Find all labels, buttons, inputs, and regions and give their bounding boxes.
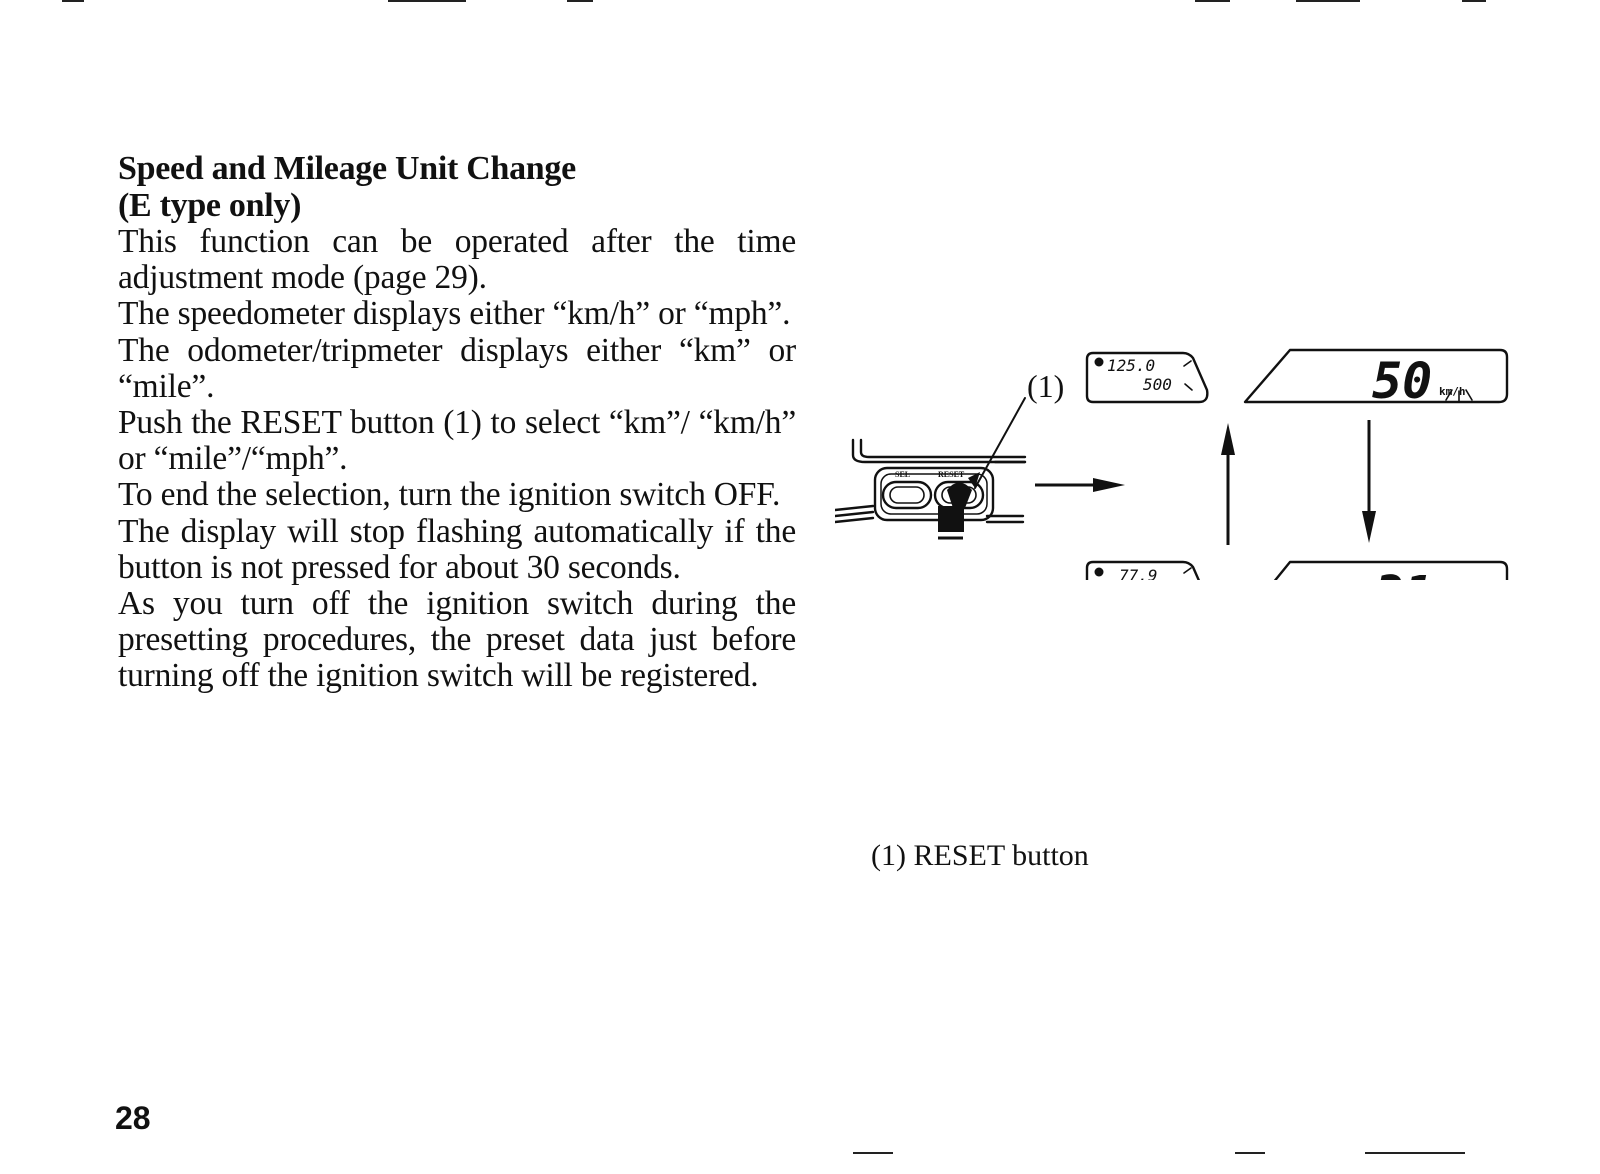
reset-button-illustration: SEL RESET 125.0 500 50 km/h 77.9 31 31 m… [835, 348, 1509, 580]
paragraph: Push the RESET button (1) to select “km”… [118, 404, 796, 478]
paragraph: This function can be operated after the … [118, 223, 796, 297]
edge-mark [1296, 0, 1360, 2]
km-speed-unit: km/h [1439, 385, 1466, 398]
edge-mark [62, 0, 84, 2]
callout-arrowhead [968, 472, 980, 488]
arrow-down [1362, 420, 1376, 543]
flash-marks [1183, 360, 1473, 574]
edge-mark [388, 0, 466, 2]
km-speed-value: 50 [1372, 352, 1432, 410]
paragraph: As you turn off the ignition switch duri… [118, 585, 796, 695]
edge-mark [567, 0, 593, 2]
odometer-indicator-icon [1094, 567, 1104, 577]
arrow-right [1035, 478, 1125, 492]
meter-housing [835, 438, 1027, 524]
instruction-text: This function can be operated after the … [118, 223, 796, 695]
button-panel [873, 466, 995, 522]
edge-mark [1462, 0, 1486, 2]
paragraph: To end the selection, turn the ignition … [118, 476, 781, 514]
section-heading: Speed and Mileage Unit Change (E type on… [118, 150, 798, 224]
sel-button-label: SEL [895, 470, 910, 479]
paragraph: The display will stop flashing automatic… [118, 512, 796, 586]
callout-label: (1) [1027, 368, 1065, 404]
mile-speed-value: 31 [1374, 566, 1433, 580]
km-odometer-value: 125.0 [1107, 356, 1155, 375]
arrow-up [1221, 423, 1235, 545]
mile-display-group [1085, 560, 1509, 580]
section-heading-subtitle: (E type only) [118, 187, 302, 224]
edge-mark [1365, 1152, 1465, 1154]
paragraph: The speedometer displays either “km/h” o… [118, 295, 791, 333]
km-display-group [1085, 348, 1509, 404]
section-heading-title: Speed and Mileage Unit Change [118, 150, 576, 187]
figure-caption: (1) RESET button [871, 839, 1089, 872]
finger-pressing-icon [938, 482, 972, 540]
reset-button-label: RESET [938, 470, 965, 479]
km-tripmeter-value: 500 [1143, 375, 1172, 394]
page-number: 28 [115, 1100, 151, 1136]
edge-mark [1235, 1152, 1265, 1154]
odometer-indicator-icon [1094, 357, 1104, 367]
paragraph: The odometer/tripmeter displays either “… [118, 331, 796, 405]
callout-leader-line [974, 397, 1026, 489]
edge-mark [1195, 0, 1230, 2]
mile-odometer-value: 77.9 [1119, 566, 1158, 580]
edge-mark [853, 1152, 893, 1154]
